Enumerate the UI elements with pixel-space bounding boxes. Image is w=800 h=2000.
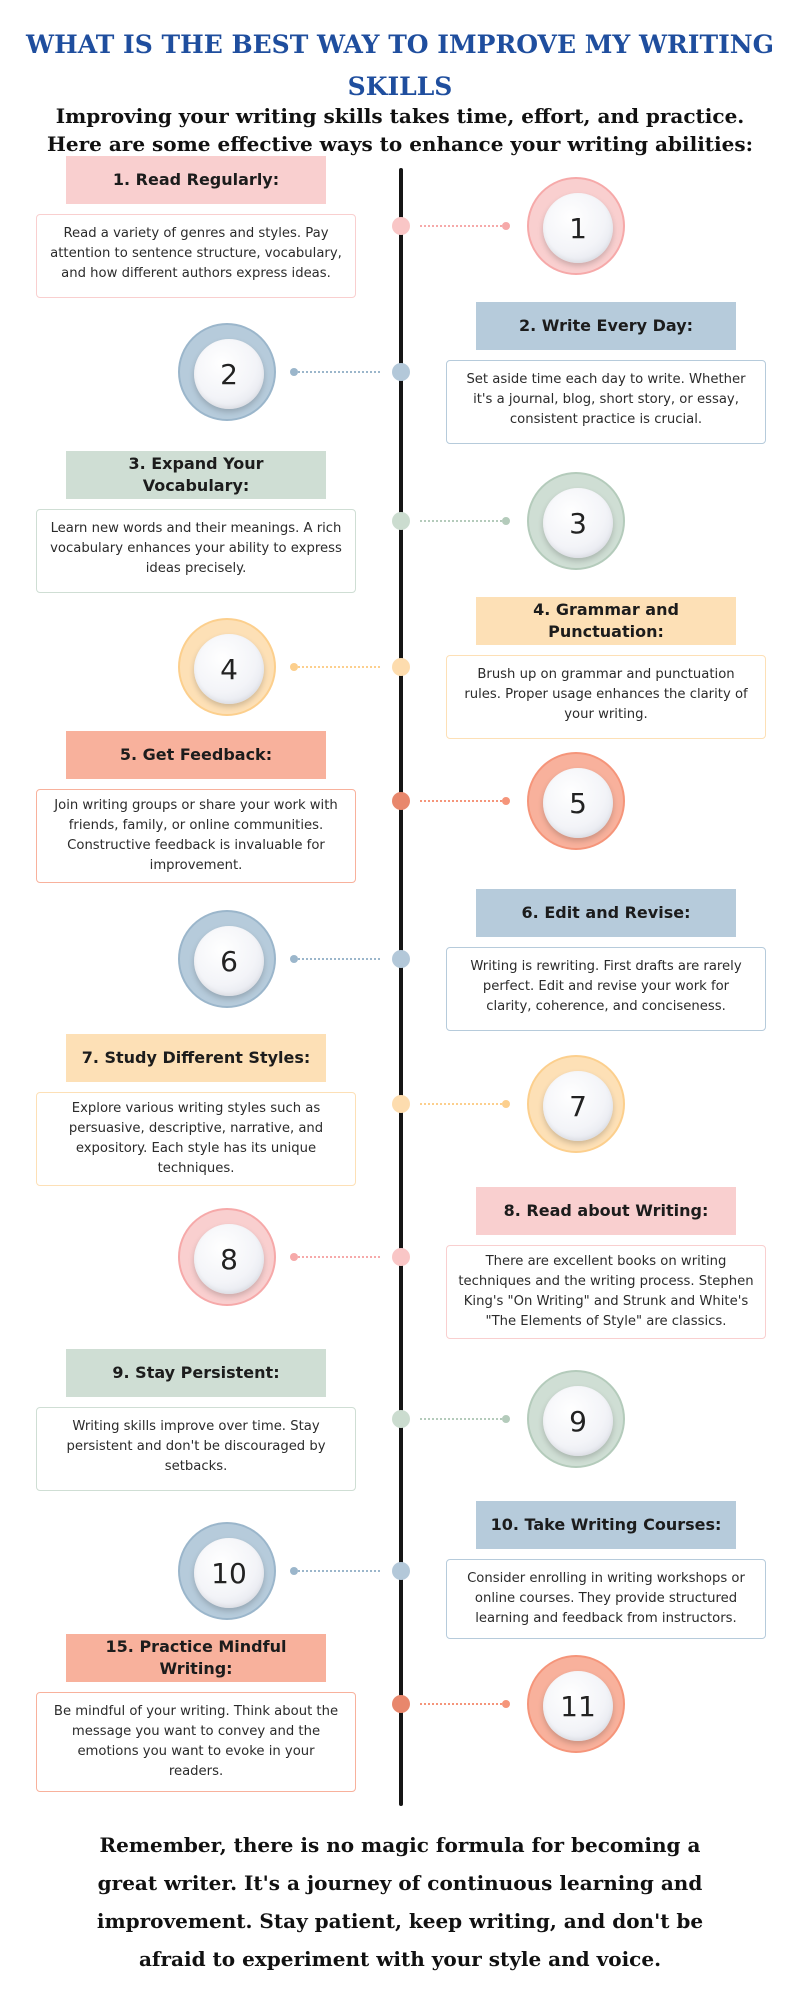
connector-line xyxy=(298,666,380,668)
connector-end-dot xyxy=(502,1700,510,1708)
step-title: 9. Stay Persistent: xyxy=(66,1349,326,1397)
connector-end-dot xyxy=(502,1100,510,1108)
connector-end-dot xyxy=(290,1253,298,1261)
timeline-line xyxy=(399,168,403,1806)
timeline-dot xyxy=(392,512,410,530)
step-title: 6. Edit and Revise: xyxy=(476,889,736,937)
connector-end-dot xyxy=(502,222,510,230)
timeline-dot xyxy=(392,1248,410,1266)
timeline-dot xyxy=(392,1410,410,1428)
step-number-badge: 3 xyxy=(527,472,625,570)
step-number-badge: 11 xyxy=(527,1655,625,1753)
step-number-badge: 7 xyxy=(527,1055,625,1153)
step-number-badge: 9 xyxy=(527,1370,625,1468)
step-number-badge: 4 xyxy=(178,618,276,716)
step-number-badge: 10 xyxy=(178,1522,276,1620)
connector-end-dot xyxy=(290,663,298,671)
timeline-dot xyxy=(392,658,410,676)
step-description: Learn new words and their meanings. A ri… xyxy=(36,509,356,593)
timeline-dot xyxy=(392,1695,410,1713)
step-description: Writing is rewriting. First drafts are r… xyxy=(446,947,766,1031)
connector-end-dot xyxy=(502,1415,510,1423)
page-title: WHAT IS THE BEST WAY TO IMPROVE MY WRITI… xyxy=(26,30,774,101)
step-number: 11 xyxy=(543,1671,613,1741)
connector-line xyxy=(298,1256,380,1258)
step-number: 7 xyxy=(543,1071,613,1141)
step-number: 2 xyxy=(194,339,264,409)
timeline-dot xyxy=(392,1562,410,1580)
connector-end-dot xyxy=(290,955,298,963)
timeline-dot xyxy=(392,950,410,968)
step-number-badge: 2 xyxy=(178,323,276,421)
step-title: 10. Take Writing Courses: xyxy=(476,1501,736,1549)
connector-line xyxy=(420,1703,502,1705)
connector-end-dot xyxy=(502,517,510,525)
connector-line xyxy=(420,520,502,522)
connector-end-dot xyxy=(290,1567,298,1575)
step-number: 1 xyxy=(543,193,613,263)
step-description: There are excellent books on writing tec… xyxy=(446,1245,766,1339)
connector-end-dot xyxy=(290,368,298,376)
step-description: Be mindful of your writing. Think about … xyxy=(36,1692,356,1792)
connector-line xyxy=(298,371,380,373)
step-title: 1. Read Regularly: xyxy=(66,156,326,204)
timeline-dot xyxy=(392,363,410,381)
step-title: 8. Read about Writing: xyxy=(476,1187,736,1235)
connector-end-dot xyxy=(502,797,510,805)
step-title: 3. Expand Your Vocabulary: xyxy=(66,451,326,499)
connector-line xyxy=(420,800,502,802)
step-description: Brush up on grammar and punctuation rule… xyxy=(446,655,766,739)
step-number: 8 xyxy=(194,1224,264,1294)
step-description: Read a variety of genres and styles. Pay… xyxy=(36,214,356,298)
intro-text: Improving your writing skills takes time… xyxy=(46,104,753,156)
timeline-dot xyxy=(392,217,410,235)
connector-line xyxy=(420,1103,502,1105)
connector-line xyxy=(298,1570,380,1572)
step-title: 15. Practice Mindful Writing: xyxy=(66,1634,326,1682)
outro-text: Remember, there is no magic formula for … xyxy=(96,1833,704,1971)
step-title: 4. Grammar and Punctuation: xyxy=(476,597,736,645)
step-number: 10 xyxy=(194,1538,264,1608)
step-description: Set aside time each day to write. Whethe… xyxy=(446,360,766,444)
step-description: Explore various writing styles such as p… xyxy=(36,1092,356,1186)
step-number: 3 xyxy=(543,488,613,558)
step-number-badge: 5 xyxy=(527,752,625,850)
step-number: 4 xyxy=(194,634,264,704)
step-number-badge: 6 xyxy=(178,910,276,1008)
connector-line xyxy=(298,958,380,960)
step-description: Writing skills improve over time. Stay p… xyxy=(36,1407,356,1491)
timeline-dot xyxy=(392,792,410,810)
step-description: Consider enrolling in writing workshops … xyxy=(446,1559,766,1639)
step-title: 5. Get Feedback: xyxy=(66,731,326,779)
step-number: 6 xyxy=(194,926,264,996)
connector-line xyxy=(420,225,502,227)
step-number-badge: 8 xyxy=(178,1208,276,1306)
step-number-badge: 1 xyxy=(527,177,625,275)
step-description: Join writing groups or share your work w… xyxy=(36,789,356,883)
step-title: 7. Study Different Styles: xyxy=(66,1034,326,1082)
step-number: 9 xyxy=(543,1386,613,1456)
step-title: 2. Write Every Day: xyxy=(476,302,736,350)
connector-line xyxy=(420,1418,502,1420)
step-number: 5 xyxy=(543,768,613,838)
timeline-dot xyxy=(392,1095,410,1113)
